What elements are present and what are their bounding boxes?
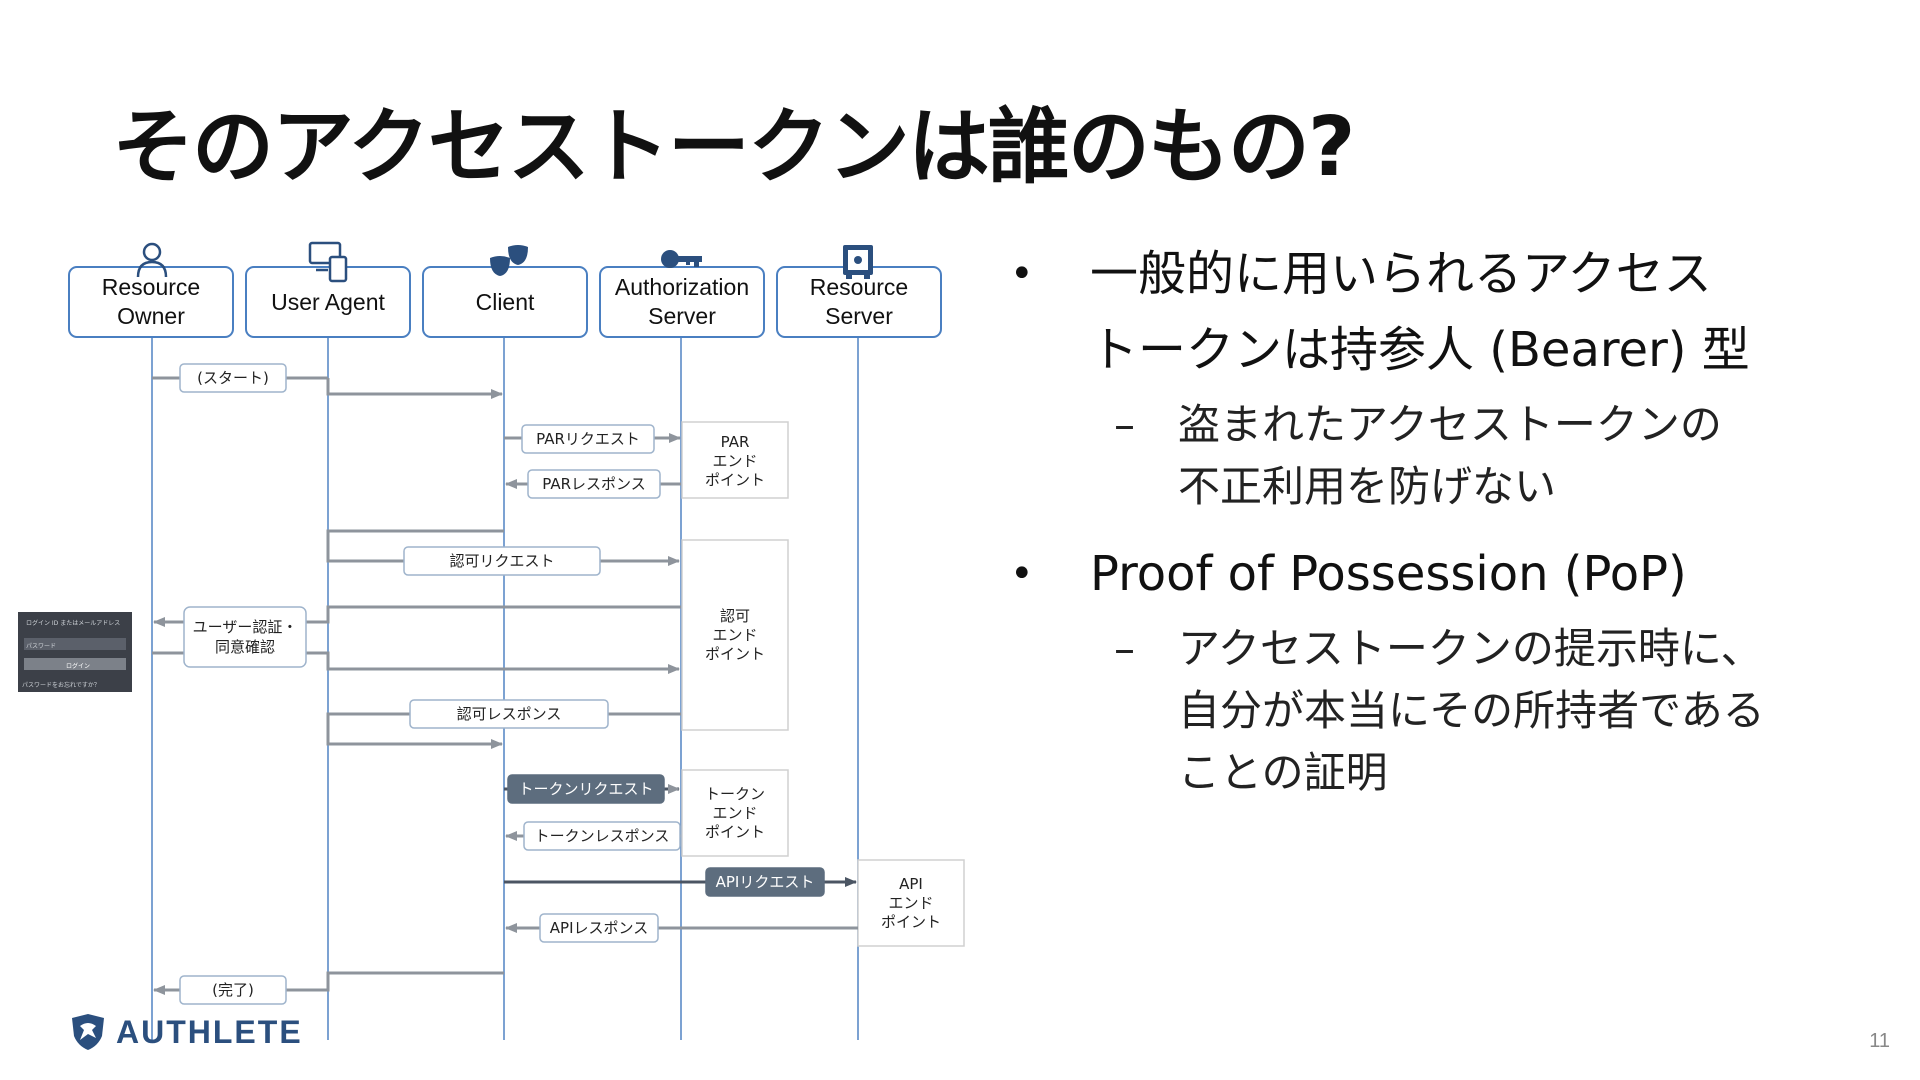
sub-bullet-line: アクセストークンの提示時に、 <box>1178 624 1763 673</box>
logo-text: AUTHLETE <box>116 1013 303 1050</box>
safe-icon <box>843 245 873 279</box>
message-label-token-request: トークンリクエスト <box>518 780 653 798</box>
sub-bullet-item: – 盗まれたアクセストークンの 不正利用を防げない <box>1010 394 1890 518</box>
endpoint-label: エンド <box>712 452 757 470</box>
griffin-icon <box>72 1014 104 1050</box>
endpoint-par <box>681 421 789 499</box>
theater-masks-icon <box>490 245 528 276</box>
sub-bullet-line: 自分が本当にその所持者である <box>1178 686 1765 735</box>
sequence-diagram: Resource Owner User Agent Client Authori… <box>68 241 965 1040</box>
sub-bullet-line: ことの証明 <box>1178 748 1388 797</box>
message-label-par-response: PARレスポンス <box>542 475 645 493</box>
endpoint-label: PAR <box>721 433 750 451</box>
actor-authorization-server <box>599 266 765 338</box>
bullet-dot: • <box>1010 551 1034 597</box>
message-label-start: (スタート) <box>197 369 269 387</box>
login-password-placeholder: パスワード <box>26 643 57 650</box>
endpoint-api <box>857 859 965 947</box>
bullet-line: 一般的に用いられるアクセス <box>1090 246 1712 302</box>
message-label-user-auth: ユーザー認証・ <box>193 618 298 636</box>
bullet-item: • Proof of Possession (PoP) <box>1010 536 1890 612</box>
authlete-logo: AUTHLETE <box>68 1012 303 1052</box>
person-icon <box>136 242 168 278</box>
actor-label: Resource <box>102 274 200 300</box>
login-button: ログイン <box>24 658 126 670</box>
bullet-dot: • <box>1010 251 1034 297</box>
login-id-placeholder: ログイン ID またはメールアドレス <box>26 620 121 627</box>
bullet-line: Proof of Possession (PoP) <box>1090 546 1687 602</box>
message-label-authz-response: 認可レスポンス <box>457 705 562 723</box>
message-label-done: (完了) <box>212 981 254 999</box>
endpoint-label: エンド <box>888 894 933 912</box>
sub-bullet-line: 不正利用を防げない <box>1178 462 1557 511</box>
actor-label: Authorization <box>615 274 749 300</box>
key-icon <box>661 250 702 268</box>
sub-bullet-dash: – <box>1114 624 1135 673</box>
actor-label: Owner <box>117 303 185 329</box>
endpoint-label: エンド <box>712 626 757 644</box>
endpoint-authorization <box>681 539 789 731</box>
actor-label: User Agent <box>271 289 385 315</box>
endpoint-label: トークン <box>705 785 765 803</box>
endpoint-label: 認可 <box>720 607 750 625</box>
endpoint-token <box>681 769 789 857</box>
message-label-token-response: トークンレスポンス <box>535 827 670 845</box>
endpoint-label: エンド <box>712 804 757 822</box>
actor-resource-owner <box>68 266 234 338</box>
bullet-item: • 一般的に用いられるアクセス トークンは持参人 (Bearer) 型 <box>1010 236 1890 388</box>
bullet-line: トークンは持参人 (Bearer) 型 <box>1090 322 1750 378</box>
login-button-label: ログイン <box>66 663 91 670</box>
endpoint-label: ポイント <box>705 645 765 663</box>
message-label-user-auth: 同意確認 <box>215 638 275 656</box>
sub-bullet-item: – アクセストークンの提示時に、 自分が本当にその所持者である ことの証明 <box>1010 618 1890 804</box>
actor-label: Server <box>648 303 716 329</box>
message-label-api-response: APIレスポンス <box>550 919 648 937</box>
page-number: 11 <box>1869 1030 1890 1052</box>
sub-bullet-line: 盗まれたアクセストークンの <box>1178 400 1722 449</box>
message-label-api-request: APIリクエスト <box>716 873 815 891</box>
endpoint-label: API <box>899 875 923 893</box>
actor-label: Client <box>476 289 535 315</box>
login-forgot-link: パスワードをお忘れですか？ <box>22 682 100 689</box>
message-arrow <box>326 378 503 399</box>
login-screen-thumbnail: ログイン ID またはメールアドレス パスワード ログイン パスワードをお忘れで… <box>18 612 132 692</box>
login-password-field: パスワード <box>24 638 126 650</box>
endpoint-label: ポイント <box>881 913 941 931</box>
endpoint-label: ポイント <box>705 471 765 489</box>
actor-label: Resource <box>810 274 908 300</box>
devices-icon <box>308 241 348 283</box>
bullet-list: • 一般的に用いられるアクセス トークンは持参人 (Bearer) 型 – 盗ま… <box>1010 236 1890 822</box>
actor-label: Server <box>825 303 893 329</box>
endpoint-label: ポイント <box>705 823 765 841</box>
sub-bullet-dash: – <box>1114 400 1135 449</box>
slide-title: そのアクセストークンは誰のもの? <box>112 100 1355 195</box>
message-label-authz-request: 認可リクエスト <box>449 552 554 570</box>
message-label-par-request: PARリクエスト <box>536 430 640 448</box>
actor-user-agent <box>245 266 411 338</box>
